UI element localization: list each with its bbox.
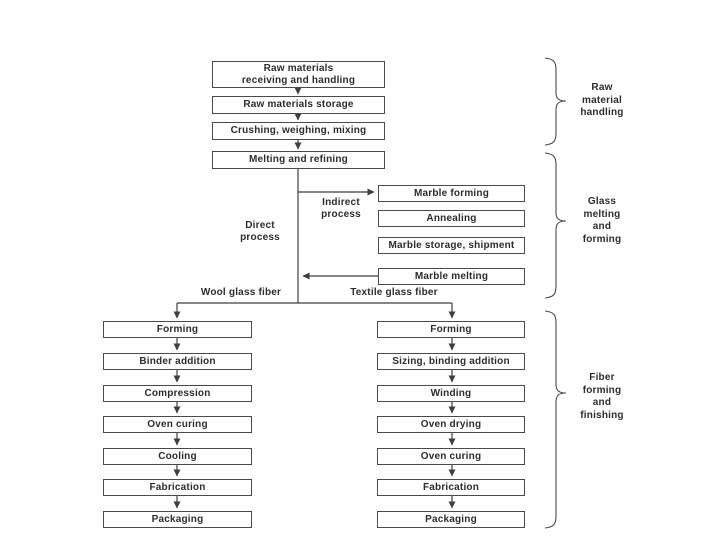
label-indirect-process: Indirect process (321, 197, 361, 220)
fiber-branch-arrows (173, 302, 456, 319)
label-raw-material-handling: Raw material handling (580, 82, 624, 118)
box-annealing: Annealing (378, 210, 525, 227)
box-raw-materials-receiving: Raw materials receiving and handling (212, 61, 385, 88)
box-wool-forming: Forming (103, 321, 252, 338)
box-sizing-binding-addition: Sizing, binding addition (377, 353, 525, 370)
box-compression: Compression (103, 385, 252, 402)
label-textile-glass-fiber: Textile glass fiber (350, 287, 438, 298)
box-marble-storage-shipment: Marble storage, shipment (378, 237, 525, 254)
label-glass-melting-and-forming: Glass melting and forming (582, 196, 622, 245)
label-wool-glass-fiber: Wool glass fiber (200, 287, 282, 298)
box-oven-drying: Oven drying (377, 416, 525, 433)
box-cooling: Cooling (103, 448, 252, 465)
box-textile-packaging: Packaging (377, 511, 525, 528)
box-marble-melting: Marble melting (378, 268, 525, 285)
box-melting-and-refining: Melting and refining (212, 151, 385, 169)
label-direct-process: Direct process (240, 220, 280, 243)
box-marble-forming: Marble forming (378, 185, 525, 202)
box-winding: Winding (377, 385, 525, 402)
box-raw-materials-storage: Raw materials storage (212, 96, 385, 114)
label-fiber-forming-and-finishing: Fiber forming and finishing (580, 372, 624, 421)
box-wool-oven-curing: Oven curing (103, 416, 252, 433)
box-textile-fabrication: Fabrication (377, 479, 525, 496)
box-crushing-weighing-mixing: Crushing, weighing, mixing (212, 122, 385, 140)
box-binder-addition: Binder addition (103, 353, 252, 370)
box-textile-oven-curing: Oven curing (377, 448, 525, 465)
box-wool-fabrication: Fabrication (103, 479, 252, 496)
box-wool-packaging: Packaging (103, 511, 252, 528)
box-textile-forming: Forming (377, 321, 525, 338)
